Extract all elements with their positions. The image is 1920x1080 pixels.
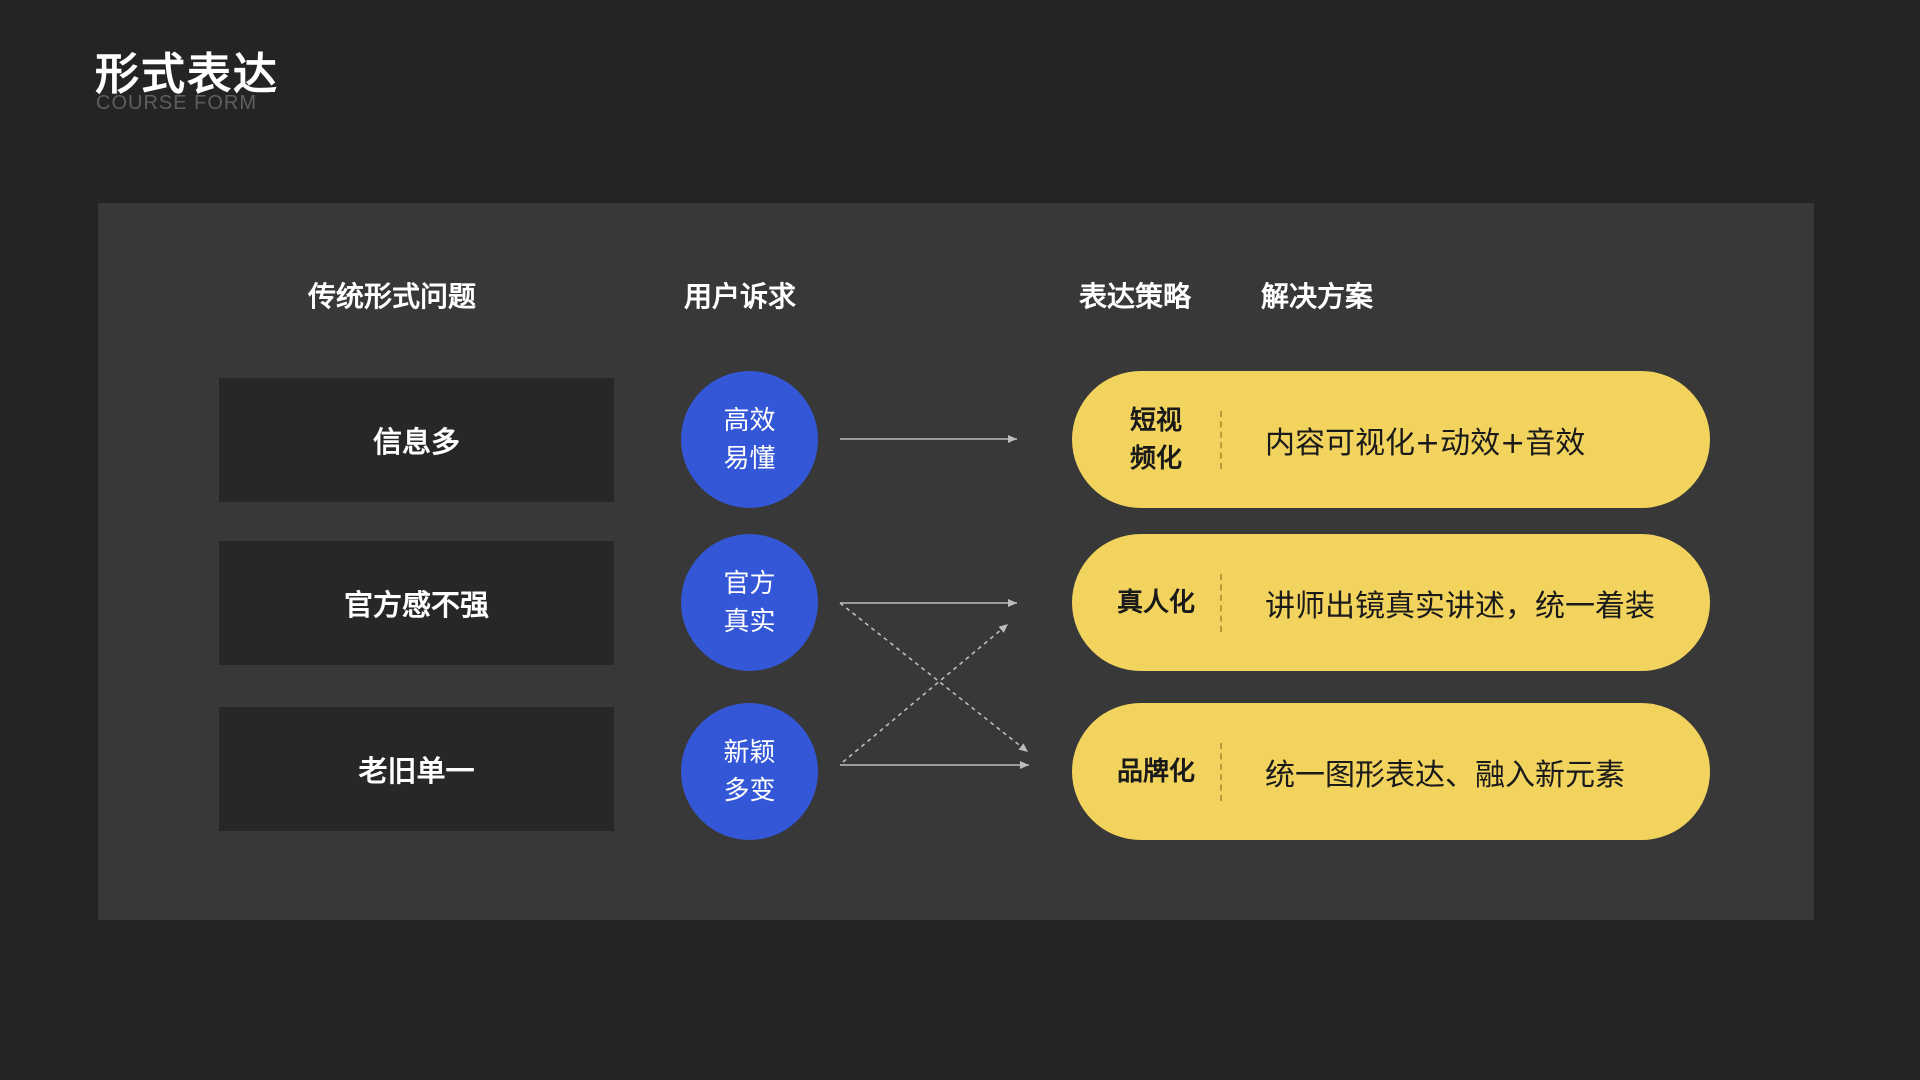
strategy-pill: 真人化 讲师出镜真实讲述，统一着装 [1072,534,1710,671]
strategy-name-line: 短视 [1129,405,1182,436]
need-text-line: 新颖 [723,737,776,768]
need-text-line: 真实 [723,606,776,637]
strategy-name: 短视 频化 [1072,371,1240,508]
strategy-pill: 品牌化 统一图形表达、融入新元素 [1072,703,1710,840]
column-header-problems: 传统形式问题 [308,280,477,313]
need-circle: 官方 真实 [681,534,818,671]
page-title: 形式表达 [95,49,279,100]
arrow-cross-up [842,623,1009,763]
strategy-solution: 统一图形表达、融入新元素 [1265,757,1625,793]
need-text-line: 易懂 [723,443,776,474]
problem-box: 老旧单一 [219,707,614,831]
column-header-solution: 解决方案 [1261,280,1374,313]
problem-box: 官方感不强 [219,541,614,665]
page-subtitle: COURSE FORM [96,92,257,114]
column-header-strategy: 表达策略 [1079,280,1192,313]
strategy-name-line: 品牌化 [1116,756,1195,787]
need-text-line: 高效 [723,405,776,436]
need-text-line: 多变 [723,775,776,806]
arrow-cross-down [839,602,1029,753]
need-circle: 新颖 多变 [681,703,818,840]
strategy-pill: 短视 频化 内容可视化+动效+音效 [1072,371,1710,508]
problem-box: 信息多 [219,378,614,502]
strategy-divider [1220,743,1222,801]
strategy-divider [1220,411,1222,469]
strategy-divider [1220,574,1222,632]
strategy-solution: 讲师出镜真实讲述，统一着装 [1265,588,1655,624]
strategy-name: 品牌化 [1072,703,1240,840]
need-circle: 高效 易懂 [681,371,818,508]
need-text-line: 官方 [723,568,776,599]
strategy-name-line: 频化 [1129,443,1182,474]
strategy-solution: 内容可视化+动效+音效 [1265,425,1586,461]
column-header-needs: 用户诉求 [684,280,797,313]
strategy-name: 真人化 [1072,534,1240,671]
strategy-name-line: 真人化 [1116,587,1195,618]
